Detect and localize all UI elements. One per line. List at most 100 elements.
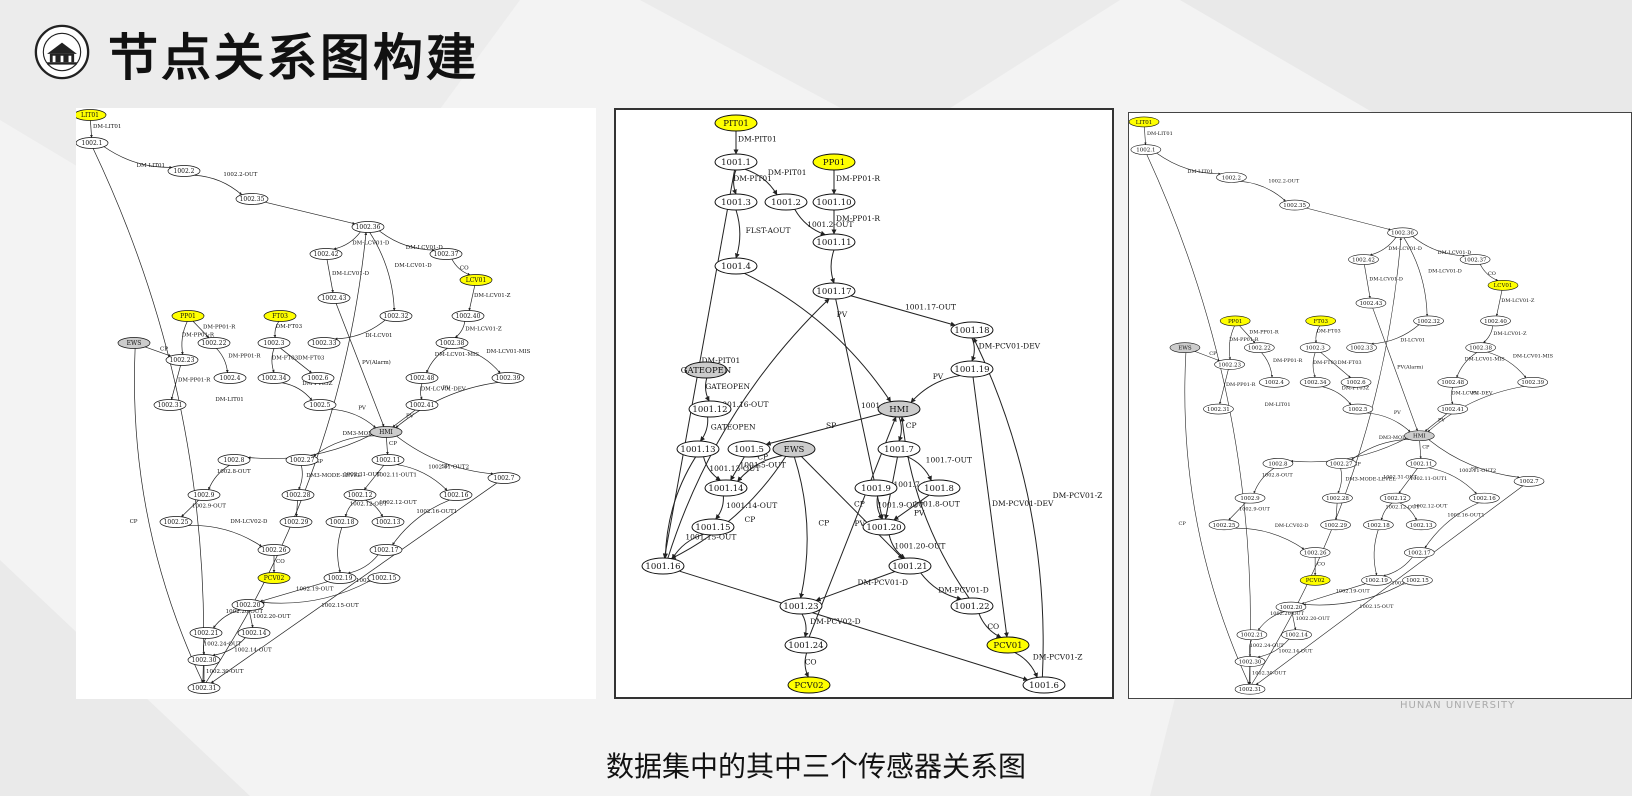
edge-label: DM-PP01-R bbox=[228, 354, 261, 360]
edge-1002.1-1002.2 bbox=[1156, 152, 1221, 176]
svg-text:1002.31: 1002.31 bbox=[1207, 407, 1230, 413]
edge-label: 1002.31-OUT bbox=[1383, 474, 1418, 480]
edge-1002.14-1002.30 bbox=[212, 637, 246, 657]
edge-label: DM-LCV01-D bbox=[1438, 250, 1472, 256]
graph-node-1001.7: 1001.7 bbox=[877, 440, 921, 458]
graph-node-FT03: FT03 bbox=[263, 310, 297, 322]
edge-label: 1002.8-OUT bbox=[217, 469, 251, 475]
graph-node-1002.1: 1002.1 bbox=[1130, 144, 1162, 155]
graph-node-1002.7: 1002.7 bbox=[1513, 475, 1545, 487]
edge-label: DM-LCV01-Z bbox=[474, 293, 511, 299]
edge-1001.22-PCV01 bbox=[978, 613, 1002, 638]
edge-LIT01-1002.1 bbox=[1144, 126, 1147, 145]
svg-text:PP01: PP01 bbox=[823, 158, 845, 168]
svg-text:EWS: EWS bbox=[1178, 346, 1192, 352]
edge-1002.5-HMI bbox=[330, 408, 376, 429]
edge-HMI-1002.11 bbox=[386, 437, 389, 455]
svg-text:FT03: FT03 bbox=[272, 313, 288, 320]
edge-label: CP bbox=[1179, 521, 1187, 527]
edge-1002.42-1002.43 bbox=[1364, 264, 1371, 299]
graph-node-1002.18: 1002.18 bbox=[325, 516, 359, 528]
edge-1001.21-1001.23 bbox=[815, 571, 896, 602]
svg-text:1002.5: 1002.5 bbox=[310, 402, 331, 409]
edge-1001.16-1001.6 bbox=[679, 570, 1029, 681]
graph-node-HMI: HMI bbox=[1403, 430, 1435, 442]
graph-node-1001.3: 1001.3 bbox=[714, 193, 758, 211]
edge-1002.1-1002.2 bbox=[103, 146, 173, 169]
graph-node-1002.26: 1002.26 bbox=[257, 544, 291, 556]
edge-label: 1001.9-OUT bbox=[877, 500, 923, 509]
edge-1001.1-1001.2 bbox=[744, 168, 778, 196]
edge-label: 1001.7-OUT2 bbox=[894, 480, 945, 489]
edge-1002.35-1002.36 bbox=[1306, 207, 1391, 231]
graph-node-1002.4: 1002.4 bbox=[213, 372, 247, 384]
edge-1001.6-1001.18 bbox=[973, 337, 1044, 678]
edge-HMI-1002.7 bbox=[396, 435, 494, 476]
edge-label: PV bbox=[933, 372, 944, 381]
edge-EWS-1001.21 bbox=[801, 456, 903, 559]
edge-label: DM3-MODE-LEVEL bbox=[1345, 476, 1396, 482]
edge-1002.27-1002.28 bbox=[298, 465, 303, 490]
svg-text:1001.10: 1001.10 bbox=[816, 198, 851, 208]
edge-1001.1-1001.3 bbox=[732, 169, 737, 195]
graph-node-1002.14: 1002.14 bbox=[237, 627, 271, 639]
edge-1002.43-HMI bbox=[1372, 307, 1418, 432]
edge-1002.22-1002.4 bbox=[1261, 352, 1274, 378]
graph-node-1002.9: 1002.9 bbox=[187, 489, 221, 501]
graph-node-1002.48: 1002.48 bbox=[1437, 376, 1469, 388]
edge-1002.37-LCV01 bbox=[1479, 264, 1499, 281]
edge-PP01-1002.23 bbox=[180, 321, 188, 355]
edge-1001.17-1001.18 bbox=[850, 295, 956, 327]
graph-node-1002.17: 1002.17 bbox=[369, 544, 403, 556]
edge-1002.12-1002.13 bbox=[365, 499, 383, 518]
graph-node-1002.3: 1002.3 bbox=[257, 337, 291, 349]
edge-1002.36-1002.37 bbox=[1412, 236, 1466, 257]
edge-1001.23-1001.24 bbox=[801, 613, 809, 638]
edge-label: 1002.9-OUT bbox=[1239, 506, 1270, 512]
edge-label: DM-PP01-R bbox=[182, 332, 215, 338]
graph-node-1002.31b: 1002.31 bbox=[1234, 683, 1266, 695]
edge-label: SP bbox=[441, 464, 449, 470]
svg-text:1002.14: 1002.14 bbox=[242, 630, 267, 637]
graph-node-FT03: FT03 bbox=[1305, 315, 1337, 327]
edge-label: PV(Alarm) bbox=[362, 359, 391, 366]
edge-label: DM-PIT01 bbox=[768, 168, 807, 177]
graph-node-PCV02: PCV02 bbox=[257, 572, 291, 584]
graph-node-1001.12: 1001.12 bbox=[688, 400, 732, 418]
svg-text:1001.20: 1001.20 bbox=[866, 523, 901, 533]
svg-text:1002.23: 1002.23 bbox=[170, 357, 195, 364]
svg-text:1002.2: 1002.2 bbox=[1222, 175, 1241, 181]
svg-text:1002.23: 1002.23 bbox=[1218, 362, 1241, 368]
edge-FT03-1002.3 bbox=[1314, 325, 1320, 343]
edge-LCV01-1002.40 bbox=[468, 285, 476, 311]
edge-label: DM3-MODE-LEVEL bbox=[306, 473, 362, 479]
svg-text:1002.1: 1002.1 bbox=[82, 140, 103, 147]
edge-label: DM-FT03 bbox=[272, 356, 299, 362]
svg-text:EWS: EWS bbox=[784, 445, 805, 455]
edge-label: PV bbox=[855, 519, 866, 528]
edge-label: DM-LIT01 bbox=[1187, 169, 1213, 175]
svg-text:LCV01: LCV01 bbox=[1494, 283, 1513, 289]
edge-1002.1-1002.31b bbox=[92, 148, 205, 683]
svg-text:1002.40: 1002.40 bbox=[456, 313, 481, 320]
edge-label: 1002.9-OUT bbox=[192, 504, 226, 510]
svg-text:1002.19: 1002.19 bbox=[1365, 578, 1388, 584]
edge-label: DM-LCV01-Z bbox=[1493, 331, 1527, 337]
graph-node-1002.17: 1002.17 bbox=[1403, 547, 1435, 558]
svg-text:1002.32: 1002.32 bbox=[1417, 319, 1440, 325]
graph-node-1002.16: 1002.16 bbox=[1469, 492, 1500, 504]
edge-PP01-1002.23 bbox=[1228, 325, 1235, 360]
edge-label: DM-PP01-R bbox=[1229, 337, 1259, 343]
edge-label: DM-PCV02-D bbox=[810, 617, 861, 626]
edge-1002.34-1002.5 bbox=[282, 382, 313, 401]
figure-caption: 数据集中的其中三个传感器关系图 bbox=[605, 750, 1026, 783]
edge-label: CO bbox=[1317, 561, 1325, 567]
edge-label: 1002.30-OUT bbox=[1252, 670, 1287, 676]
edge-1002.38-1002.39 bbox=[459, 347, 501, 374]
graph-node-1002.39: 1002.39 bbox=[491, 372, 525, 384]
graph-node-1002.20: 1002.20 bbox=[1275, 601, 1307, 613]
graph-node-1002.5: 1002.5 bbox=[303, 399, 337, 411]
edge-label: CP bbox=[1209, 351, 1217, 357]
graph-node-1002.12: 1002.12 bbox=[343, 489, 377, 501]
